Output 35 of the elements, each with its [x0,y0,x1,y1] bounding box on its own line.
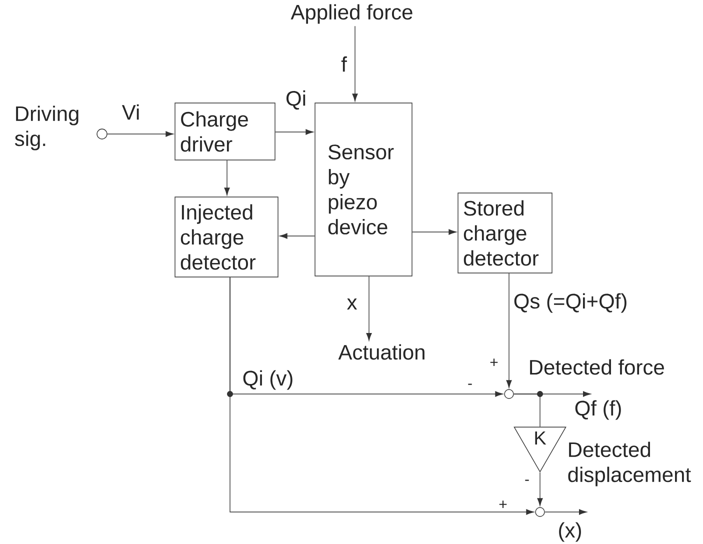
sign-label: - [468,384,472,385]
process-box: Charge driver [174,102,276,160]
terminal-label: Driving sig. [14,106,78,150]
edge-label: Qi [284,89,308,111]
arrow [352,26,358,102]
output-label: Detected displacement [568,442,691,486]
arrow [230,277,534,515]
arrow [107,131,174,137]
arrow [280,233,316,239]
edge-label: Qs (=Qi+Qf) [512,292,629,314]
edge-label: (x) [556,521,584,543]
summing-junction [504,389,514,399]
edge-label: Vi [120,103,142,121]
output-label: Detected force [530,359,664,375]
edge-label: Qf (f) [573,399,624,421]
output-label: Actuation [338,344,424,360]
edge-label: Qi (v) [241,369,295,391]
edge-label: f [340,55,348,73]
process-box: Sensor by piezo device [314,102,412,276]
sign-label: + [499,500,507,508]
input-label: Applied force [290,4,412,24]
arrow [412,229,456,235]
process-box: Stored charge detector [458,192,552,274]
summing-junction [535,507,545,517]
arrow [366,276,372,341]
edge-label: x [346,297,358,311]
process-box: Injected charge detector [174,196,278,278]
sign-label: - [525,480,529,481]
arrow [544,509,587,515]
sign-label: + [490,358,498,366]
arrow [275,129,314,135]
connector-line [514,394,540,428]
arrow [224,160,230,196]
arrow [537,472,543,506]
arrow [506,273,512,388]
